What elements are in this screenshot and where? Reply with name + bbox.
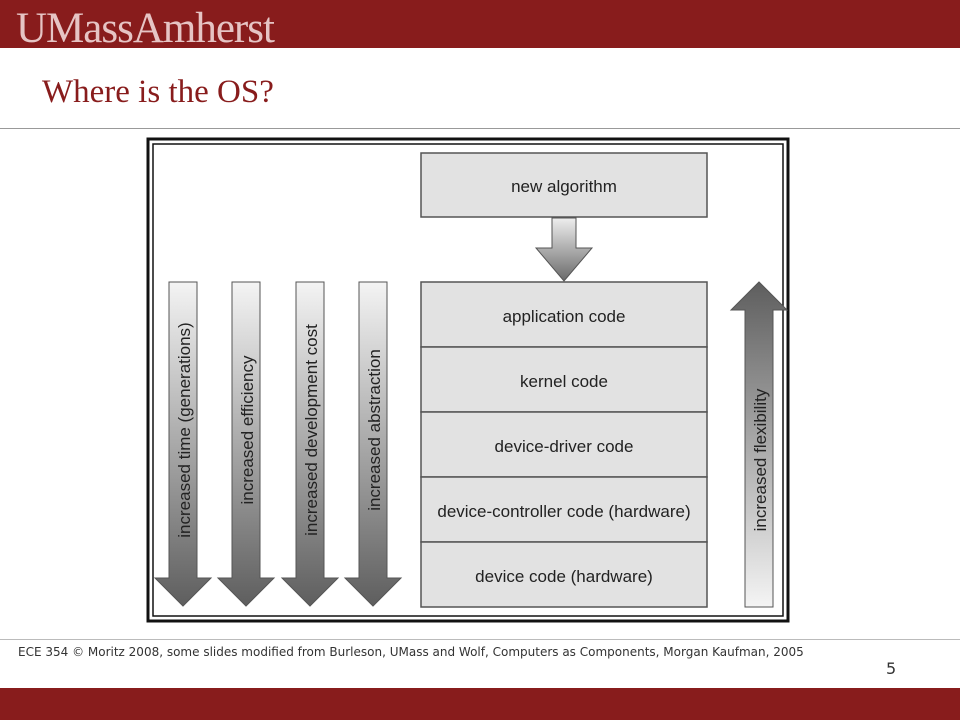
layer-label-device: device code (hardware) — [475, 567, 653, 586]
layer-label-kernel: kernel code — [520, 372, 608, 391]
down-arrow-time — [153, 281, 213, 607]
page-number: 5 — [886, 659, 897, 678]
down-arrow-efficiency — [216, 281, 276, 607]
layer-label-application: application code — [503, 307, 626, 326]
up-arrow-label-flexibility: increased flexibility — [751, 388, 770, 531]
down-arrow-development-cost — [280, 281, 340, 607]
up-arrow-group: increased flexibility — [729, 281, 789, 608]
down-arrow-label-time: increased time (generations) — [175, 322, 194, 537]
footer-divider — [0, 639, 960, 640]
layer-label-device-controller: device-controller code (hardware) — [437, 502, 690, 521]
layer-stack: application code kernel code device-driv… — [420, 281, 708, 608]
down-arrow-abstraction — [343, 281, 403, 607]
header-bar: UMassAmherst — [0, 0, 960, 48]
connector-arrow — [534, 217, 594, 282]
title-divider — [0, 128, 960, 129]
down-arrow-label-abstraction: increased abstraction — [365, 349, 384, 511]
new-algorithm-label: new algorithm — [511, 177, 617, 196]
university-logo: UMassAmherst — [16, 5, 275, 48]
footer-credit: ECE 354 © Moritz 2008, some slides modif… — [18, 645, 804, 659]
slide-title: Where is the OS? — [42, 74, 274, 110]
layer-box-application — [420, 281, 708, 348]
down-arrow-label-efficiency: increased efficiency — [238, 355, 257, 504]
new-algorithm-box — [420, 152, 708, 218]
down-arrow-label-development-cost: increased development cost — [302, 324, 321, 536]
up-arrow-flexibility — [729, 281, 789, 608]
footer-bar — [0, 688, 960, 720]
layer-label-device-driver: device-driver code — [495, 437, 634, 456]
layer-box-device — [420, 541, 708, 608]
down-arrows: increased time (generations) increased e… — [153, 281, 403, 607]
layer-box-kernel — [420, 346, 708, 413]
